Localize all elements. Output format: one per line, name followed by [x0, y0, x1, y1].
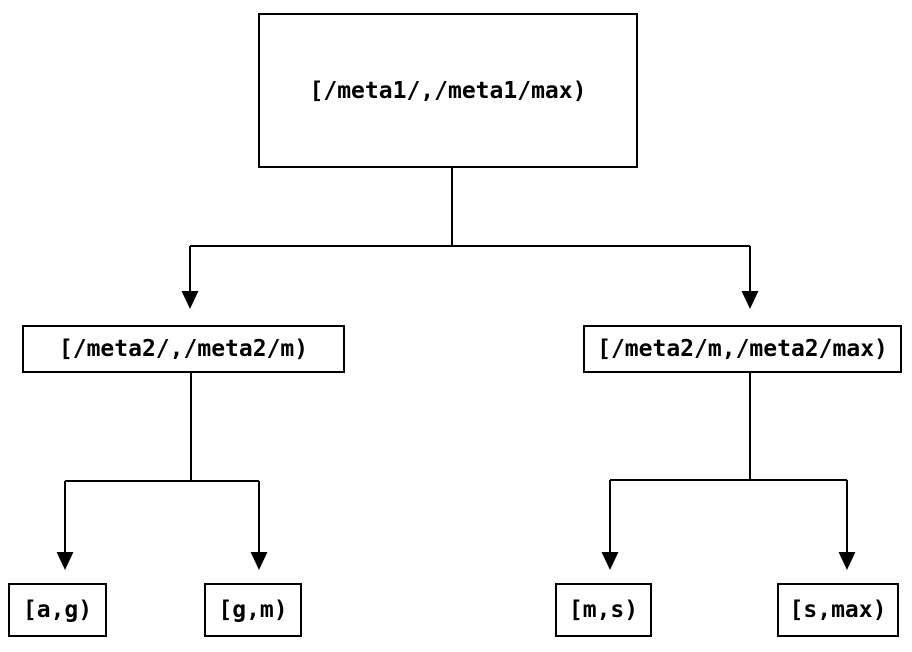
node-meta2-right-range-label: [/meta2/m,/meta2/max): [597, 336, 888, 362]
node-leaf-ms-label: [m,s): [568, 597, 639, 623]
node-meta2-left-range-label: [/meta2/,/meta2/m): [58, 336, 309, 362]
node-meta2-left-range: [/meta2/,/meta2/m): [22, 325, 345, 373]
arrowhead-meta2-left: [181, 291, 199, 309]
node-meta1-range: [/meta1/,/meta1/max): [258, 13, 638, 168]
node-leaf-ag: [a,g): [8, 583, 107, 637]
node-leaf-gm-label: [g,m): [218, 597, 288, 623]
arrowhead-leaf-smax: [838, 552, 856, 570]
node-leaf-gm: [g,m): [204, 583, 302, 637]
node-leaf-smax: [s,max): [777, 583, 899, 637]
node-leaf-ms: [m,s): [555, 583, 652, 637]
node-leaf-smax-label: [s,max): [789, 597, 887, 623]
arrowhead-leaf-ag: [56, 552, 74, 570]
arrowhead-leaf-ms: [601, 552, 619, 570]
arrowhead-meta2-right: [741, 291, 759, 309]
arrowhead-leaf-gm: [250, 552, 268, 570]
node-meta1-range-label: [/meta1/,/meta1/max): [309, 77, 587, 104]
node-meta2-right-range: [/meta2/m,/meta2/max): [583, 325, 902, 373]
node-leaf-ag-label: [a,g): [22, 597, 93, 623]
